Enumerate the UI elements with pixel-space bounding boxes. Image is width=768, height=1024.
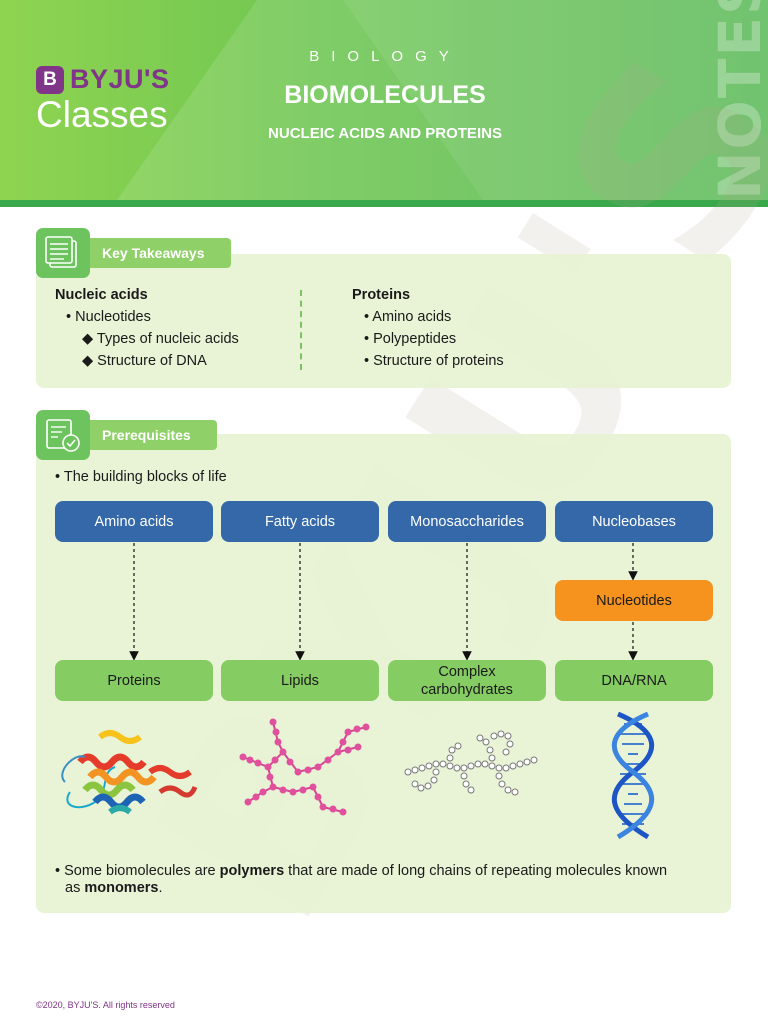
header-divider [0, 200, 768, 207]
header-banner: NOTES B BYJU'S Classes BIOLOGY BIOMOLECU… [0, 0, 768, 200]
complex-carbohydrates-box: Complex carbohydrates [388, 660, 546, 701]
takeaway-item: • Structure of proteins [364, 353, 504, 369]
polymers-note-line1: • Some biomolecules are polymers that ar… [55, 863, 668, 879]
proteins-box: Proteins [55, 660, 213, 701]
takeaway-item: • Nucleotides [66, 309, 151, 325]
logo-brand-text: BYJU'S [70, 64, 170, 94]
nucleotides-box: Nucleotides [555, 580, 713, 621]
takeaway-subitem: ◆ Structure of DNA [82, 353, 207, 369]
takeaway-subitem: ◆ Types of nucleic acids [82, 331, 239, 347]
page-subtitle: NUCLEIC ACIDS AND PROTEINS [268, 125, 502, 142]
prerequisite-intro: • The building blocks of life [55, 469, 227, 485]
subject-label: BIOLOGY [309, 48, 461, 65]
dna-helix-image [611, 712, 655, 840]
protein-structure-image [61, 730, 198, 815]
prerequisites-heading: Prerequisites [86, 420, 217, 450]
proteins-title: Proteins [352, 287, 411, 303]
polymers-note-line2: as monomers. [65, 880, 163, 896]
fatty-acids-box: Fatty acids [221, 501, 379, 542]
key-takeaways-heading: Key Takeaways [86, 238, 231, 268]
lipids-box: Lipids [221, 660, 379, 701]
nucleobases-box: Nucleobases [555, 501, 713, 542]
lipid-structure-image [239, 718, 370, 816]
copyright-footer: ©2020, BYJU'S. All rights reserved [36, 1000, 175, 1010]
page-title: BIOMOLECULES [284, 81, 486, 109]
carbohydrate-structure-image [404, 730, 538, 796]
nucleic-acids-title: Nucleic acids [55, 287, 148, 303]
dna-rna-box: DNA/RNA [555, 660, 713, 701]
amino-acids-box: Amino acids [55, 501, 213, 542]
checklist-icon [36, 410, 90, 460]
takeaway-item: • Polypeptides [364, 331, 457, 347]
notes-icon [36, 228, 90, 278]
logo-classes-text: Classes [36, 94, 168, 135]
byjus-logo-mark: B [36, 66, 64, 94]
takeaway-item: • Amino acids [364, 309, 452, 325]
monosaccharides-box: Monosaccharides [388, 501, 546, 542]
column-divider [300, 290, 302, 370]
key-takeaways-panel [36, 254, 731, 388]
